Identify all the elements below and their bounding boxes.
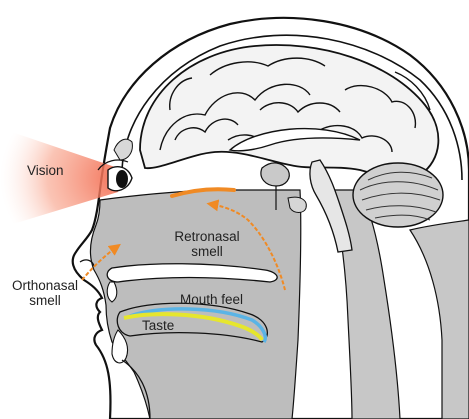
cerebellum: [353, 163, 443, 227]
label-orthonasal-line2: smell: [4, 293, 86, 308]
label-vision: Vision: [27, 163, 64, 178]
label-retronasal-smell: Retronasal smell: [162, 229, 252, 259]
label-mouth-feel: Mouth feel: [180, 292, 243, 307]
label-retronasal-line2: smell: [162, 244, 252, 259]
label-orthonasal-smell: Orthonasal smell: [4, 278, 86, 308]
label-orthonasal-line1: Orthonasal: [4, 278, 86, 293]
label-retronasal-line1: Retronasal: [162, 229, 252, 244]
label-taste: Taste: [142, 318, 174, 333]
